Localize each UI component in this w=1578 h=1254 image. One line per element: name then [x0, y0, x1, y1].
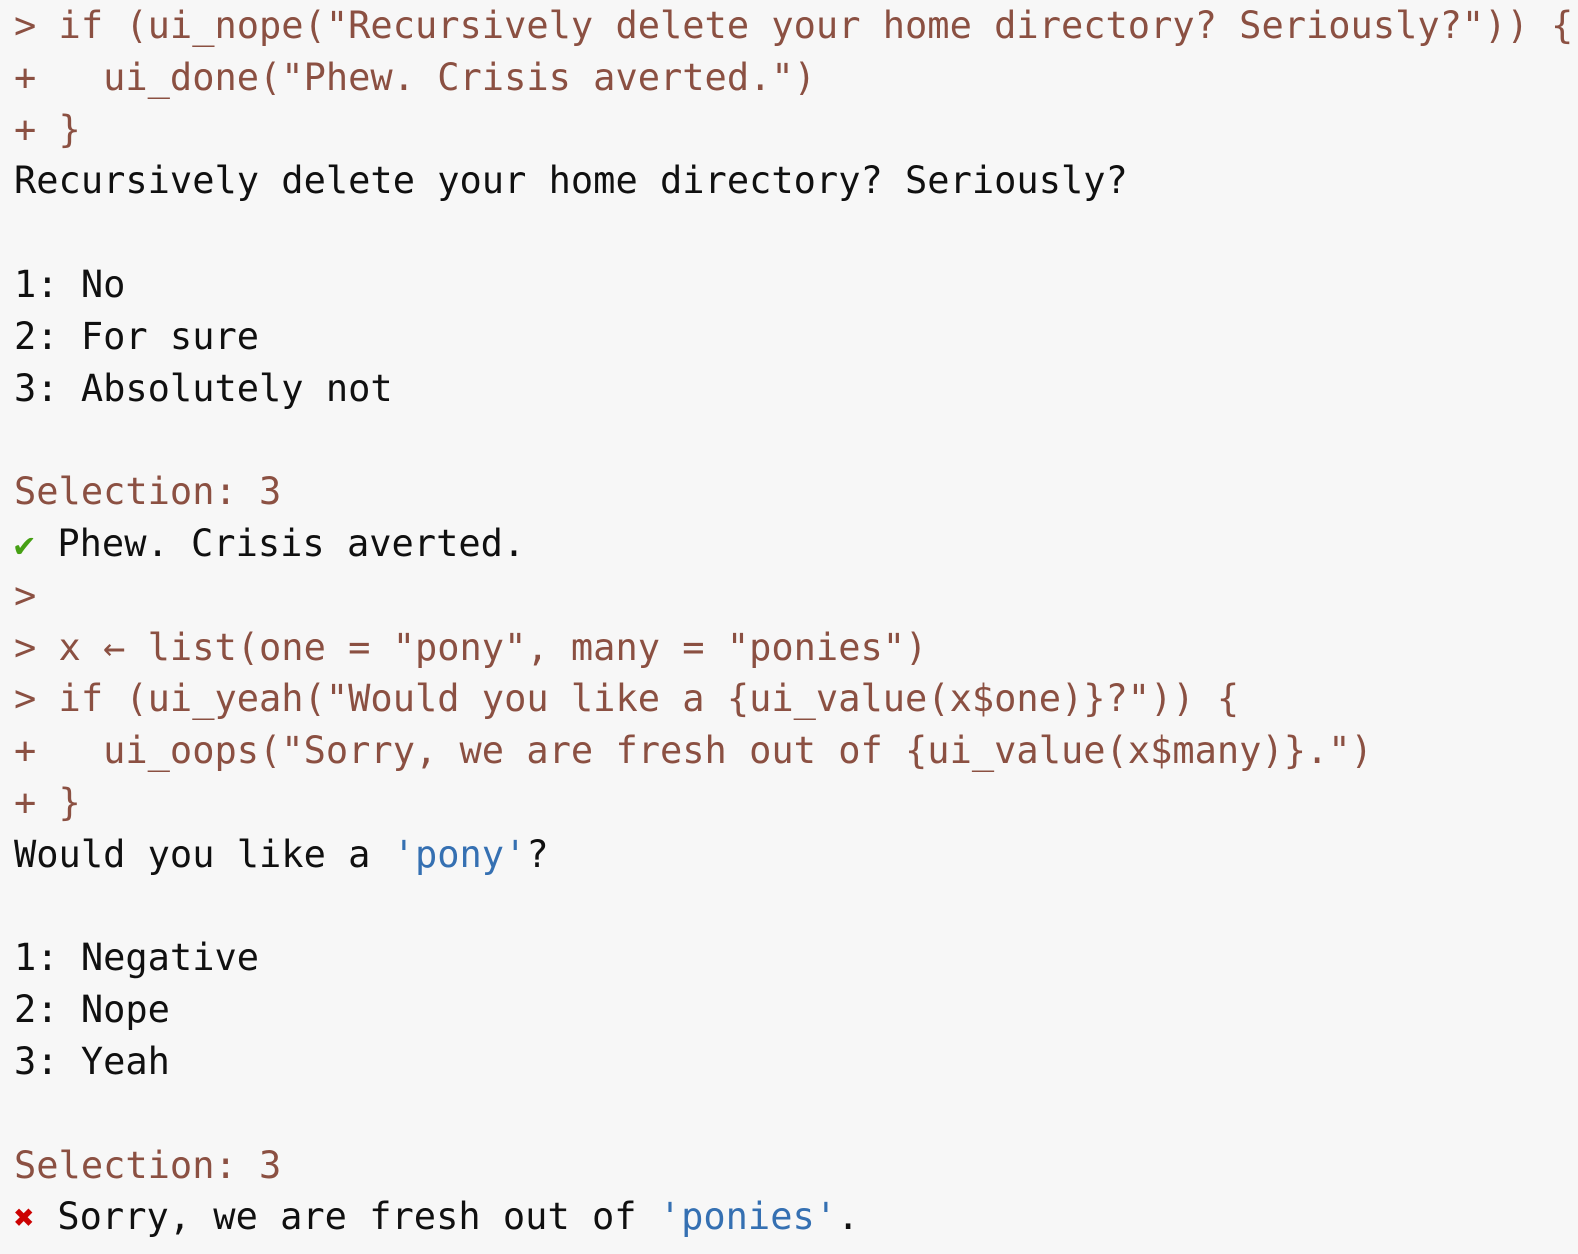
console-success-line: ✔ Phew. Crisis averted. [0, 518, 1578, 570]
console-source-line: + ui_done("Phew. Crisis averted.") [14, 55, 816, 99]
console-output-line: Would you like a 'pony'? [0, 829, 1578, 881]
console-blank-line [0, 881, 1578, 933]
inline-text: ? [526, 832, 549, 876]
console-output-line: 1: Negative [14, 936, 260, 980]
console-source-line: + } [14, 107, 81, 151]
console-source-line: > if (ui_nope("Recursively delete your h… [14, 4, 1574, 47]
console-source-line: + } [14, 780, 81, 824]
console-error-line: ✖ Sorry, we are fresh out of 'ponies'. [0, 1191, 1578, 1243]
cross-icon: ✖ [14, 1198, 35, 1239]
console-output-line: 2: For sure [14, 314, 260, 358]
inline-text: Phew. Crisis averted. [57, 521, 526, 565]
inline-value: 'pony' [392, 832, 527, 876]
icon-spacer [35, 1195, 57, 1238]
check-icon: ✔ [14, 524, 35, 565]
console-output-line: 2: Nope [14, 988, 170, 1032]
console-output-line: 1: No [14, 262, 126, 306]
console-source-line: Selection: 3 [14, 470, 282, 514]
console-output-line: 3: Yeah [14, 1039, 170, 1083]
inline-text: Would you like a [14, 832, 393, 876]
console-source-line: > [14, 573, 37, 617]
console-output-line: Recursively delete your home directory? … [14, 159, 1128, 203]
console-blank-line [0, 207, 1578, 259]
console-source-line: > if (ui_yeah("Would you like a {ui_valu… [14, 677, 1240, 721]
icon-spacer [35, 522, 57, 565]
console-source-line: > x ← list(one = "pony", many = "ponies"… [14, 625, 928, 669]
inline-value: 'ponies' [658, 1195, 838, 1239]
inline-text: . [837, 1195, 860, 1239]
console-source-line: + ui_oops("Sorry, we are fresh out of {u… [14, 729, 1373, 773]
console-source-line: > [0, 1243, 1578, 1254]
console-source-line: Selection: 3 [14, 1143, 282, 1187]
console-blank-line [0, 1088, 1578, 1140]
console-blank-line [0, 414, 1578, 466]
console-output-line: 3: Absolutely not [14, 366, 393, 410]
inline-text: Sorry, we are fresh out of [57, 1195, 659, 1239]
